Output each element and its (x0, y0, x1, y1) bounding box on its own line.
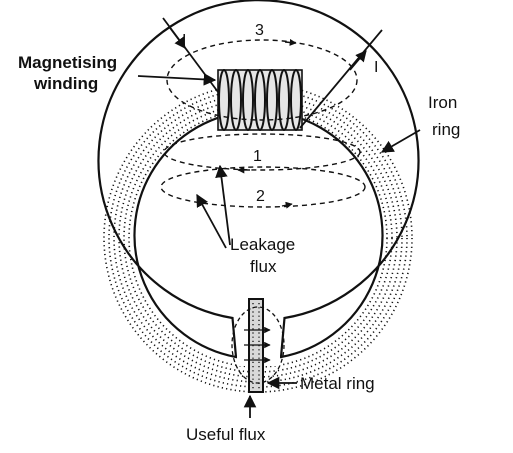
label-path-3: 3 (255, 22, 264, 39)
current-output-lead (299, 29, 383, 129)
flux-path-3-arrow (284, 38, 297, 46)
pointer-leakage-1 (215, 164, 231, 246)
label-winding: winding (33, 74, 98, 93)
label-useful-flux: Useful flux (186, 425, 266, 444)
iron-ring-body (97, 0, 420, 359)
useful-flux-arrows (244, 326, 271, 364)
label-iron: Iron (428, 93, 457, 112)
label-current-out: I (374, 59, 378, 76)
current-input-arrow (169, 27, 186, 49)
flux-path-3 (166, 39, 358, 121)
useful-flux-loop (231, 306, 285, 384)
magnetising-winding (217, 69, 303, 131)
label-ring: ring (432, 120, 460, 139)
flux-path-2 (160, 166, 366, 208)
pointer-magnetising (137, 73, 217, 86)
label-path-1: 1 (253, 148, 262, 165)
flux-path-1 (163, 133, 361, 171)
label-magnetising: Magnetising (18, 53, 117, 72)
label-current-in: I (182, 32, 186, 49)
pointer-iron-ring (380, 129, 421, 153)
label-leakage-flux: flux (250, 257, 277, 276)
current-output-arrow (349, 50, 367, 71)
pointer-leakage-2 (196, 193, 227, 249)
label-path-2: 2 (256, 188, 265, 205)
label-leakage: Leakage (230, 235, 295, 254)
label-metal-ring: Metal ring (300, 374, 375, 393)
flux-path-2-arrow (281, 201, 293, 209)
